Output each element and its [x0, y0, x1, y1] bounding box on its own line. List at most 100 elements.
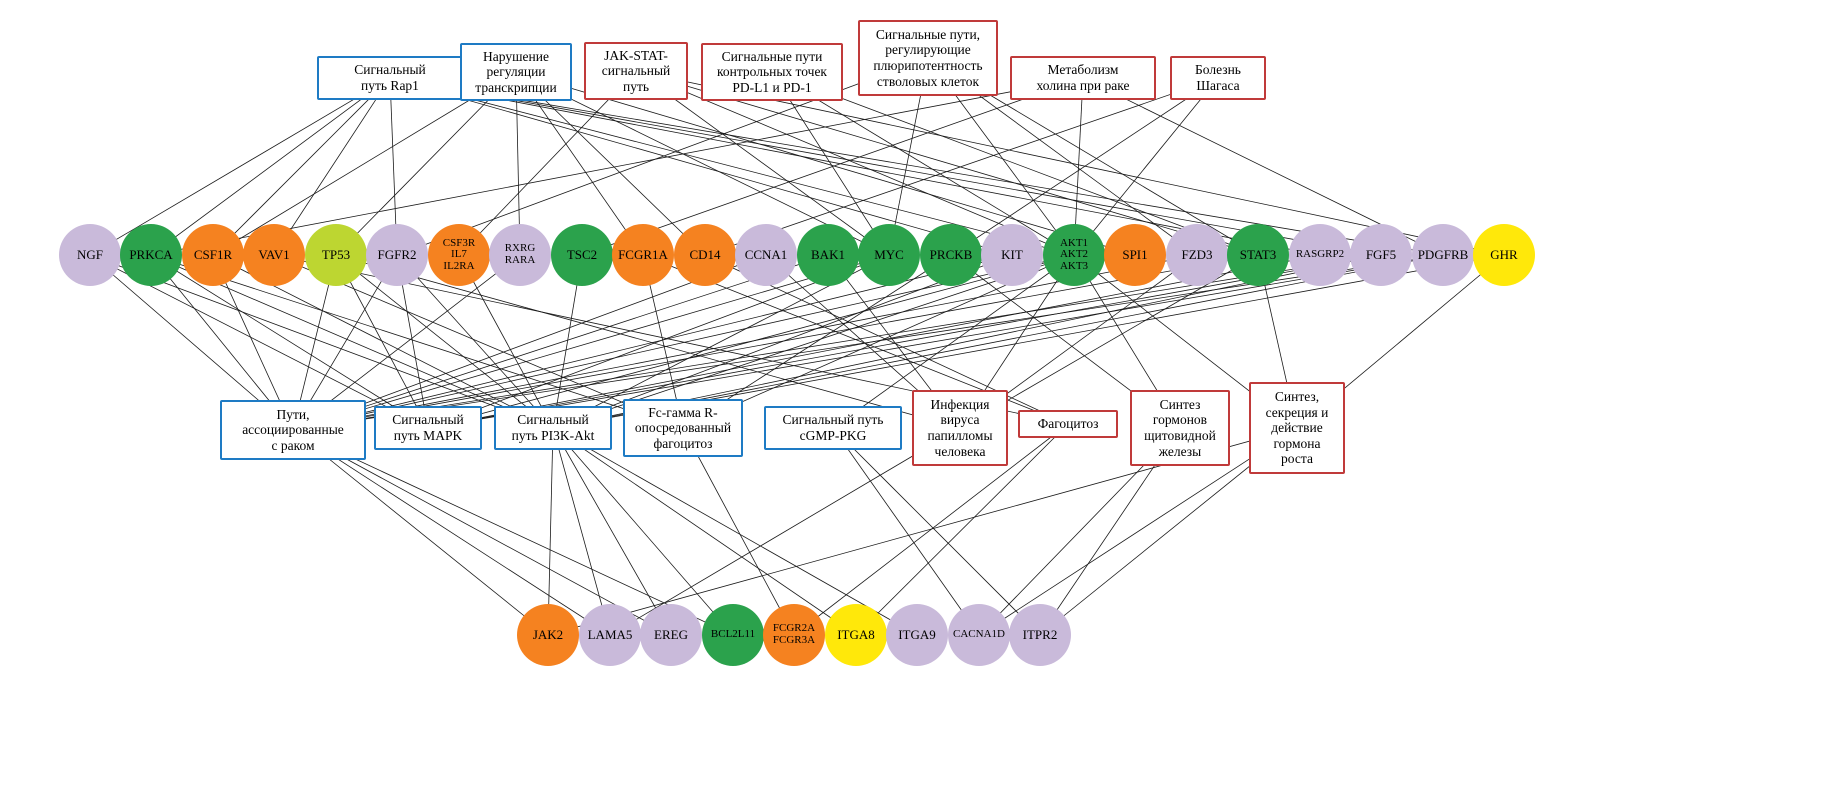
pathway-label: Метаболизм холина при раке [1036, 62, 1130, 93]
pathway-label: Сигнальный путь PI3K-Akt [511, 412, 595, 443]
gene-label: FCGR1A [618, 247, 668, 263]
edge-fcgr-prkca [150, 254, 684, 429]
edge-pi3k-tp53 [335, 254, 554, 429]
edge-cancer-lama5 [292, 429, 611, 636]
edge-transcr-cd14 [515, 71, 706, 256]
edge-pi3k-fgfr2 [396, 254, 554, 429]
edge-jakstat-akt [635, 70, 1075, 256]
gene-node-rasgrp2: RASGRP2 [1289, 224, 1351, 286]
edge-cancer-fzd3 [292, 254, 1198, 431]
pathway-label: Болезнь Шагаса [1195, 62, 1241, 93]
gene-label: MYC [874, 247, 904, 263]
gene-node-fcgr23: FCGR2A FCGR3A [763, 604, 825, 666]
pathway-label: Сигнальный путь Rap1 [354, 62, 426, 93]
pathway-box-mapk: Сигнальный путь MAPK [374, 406, 482, 450]
gene-node-myc: MYC [858, 224, 920, 286]
gene-label: RXRG RARA [504, 242, 536, 266]
pathway-box-transcr: Нарушение регуляции транскрипции [460, 43, 572, 101]
pathway-box-hpv: Инфекция вируса папилломы человека [912, 390, 1008, 466]
pathway-box-pdl1: Сигнальные пути контрольных точек PD-L1 … [701, 43, 843, 101]
gene-label: STAT3 [1239, 247, 1277, 263]
edge-pi3k-lama5 [552, 427, 611, 636]
edge-hpv-tp53 [335, 254, 961, 429]
gene-label: ITGA8 [837, 627, 875, 643]
edge-jakstat-csf3r [458, 70, 637, 256]
edge-transcr-tp53 [335, 71, 517, 256]
edge-pi3k-ngf [89, 254, 554, 429]
pathway-label: Синтез, секреция и действие гормона рост… [1265, 389, 1329, 467]
edge-mapk-prkca [150, 254, 429, 429]
gene-label: CD14 [689, 247, 721, 263]
gene-label: CCNA1 [744, 247, 788, 263]
gene-label: PRCKB [929, 247, 973, 263]
edge-fcgr-fcgr23 [682, 427, 795, 636]
pathway-box-choline: Метаболизм холина при раке [1010, 56, 1156, 100]
gene-label: FZD3 [1181, 247, 1213, 263]
gene-node-tp53: TP53 [305, 224, 367, 286]
edge-rap1-rasgrp2 [389, 77, 1321, 256]
gene-label: BAK1 [811, 247, 845, 263]
pathway-box-jakstat: JAK-STAT- сигнальный путь [584, 42, 688, 100]
edge-cancer-myc [292, 254, 890, 431]
edge-mapk-pdgfrb [427, 254, 1444, 429]
pathway-box-cgmp: Сигнальный путь cGMP-PKG [764, 406, 902, 450]
edge-rap1-fgf5 [389, 77, 1382, 256]
pathway-label: Сигнальные пути контрольных точек PD-L1 … [716, 48, 827, 95]
gene-node-ereg: EREG [640, 604, 702, 666]
edge-mapk-fgf5 [427, 254, 1382, 429]
gene-node-fgf5: FGF5 [1350, 224, 1412, 286]
gene-node-ccna1: CCNA1 [735, 224, 797, 286]
edge-pi3k-bcl2l11 [552, 427, 734, 636]
edge-mapk-rasgrp2 [427, 254, 1321, 429]
gene-label: JAK2 [532, 627, 564, 643]
edge-pi3k-jak2 [547, 427, 554, 636]
gene-label: GHR [1490, 247, 1518, 263]
edge-pi3k-itga8 [552, 427, 857, 636]
gene-node-ngf: NGF [59, 224, 121, 286]
pathway-box-fcgr: Fc-гамма R- опосредованный фагоцитоз [623, 399, 743, 457]
pathway-label: Сигнальный путь cGMP-PKG [782, 412, 884, 443]
gene-node-jak2: JAK2 [517, 604, 579, 666]
gene-label: FCGR2A FCGR3A [772, 622, 816, 646]
gene-label: KIT [1001, 247, 1023, 263]
gene-node-pdgfrb: PDGFRB [1412, 224, 1474, 286]
edge-chagas-cd14 [704, 77, 1219, 256]
pathway-box-phago: Фагоцитоз [1018, 410, 1118, 438]
gene-label: CACNA1D [953, 628, 1005, 641]
pathway-label: JAK-STAT- сигнальный путь [601, 47, 671, 94]
gene-label: CSF1R [193, 247, 233, 263]
edge-rap1-vav1 [273, 77, 391, 256]
gene-node-prkca: PRKCA [120, 224, 182, 286]
edge-jakstat-ghr [635, 70, 1505, 256]
pathway-box-rap1: Сигнальный путь Rap1 [317, 56, 463, 100]
gene-label: BCL2L11 [710, 628, 756, 641]
gene-node-fcgr1a: FCGR1A [612, 224, 674, 286]
gene-node-rxrg: RXRG RARA [489, 224, 551, 286]
edge-hpv-lama5 [609, 427, 961, 636]
gene-label: EREG [654, 627, 688, 643]
edge-cancer-ccna1 [292, 254, 767, 431]
gene-node-csf3r: CSF3R IL7 IL2RA [428, 224, 490, 286]
edge-cancer-stat3 [292, 254, 1259, 431]
edge-pdl1-stat3 [771, 71, 1259, 256]
gene-label: PRKCA [129, 247, 173, 263]
gene-node-spi1: SPI1 [1104, 224, 1166, 286]
edge-cancer-jak2 [292, 429, 549, 636]
pathway-label: Нарушение регуляции транскрипции [475, 48, 557, 95]
pathway-box-thyroid: Синтез гормонов щитовидной железы [1130, 390, 1230, 466]
gene-node-itpr2: ITPR2 [1009, 604, 1071, 666]
pathway-label: Фагоцитоз [1037, 416, 1099, 432]
edge-mapk-akt [427, 254, 1075, 429]
edge-gh-cacna1d [978, 427, 1298, 636]
gene-node-bcl2l11: BCL2L11 [702, 604, 764, 666]
gene-node-stat3: STAT3 [1227, 224, 1289, 286]
pathway-box-chagas: Болезнь Шагаса [1170, 56, 1266, 100]
gene-label: CSF3R IL7 IL2RA [442, 236, 476, 272]
edge-cgmp-akt [832, 254, 1075, 429]
edge-cancer-ereg [292, 429, 672, 636]
gene-label: FGF5 [1365, 247, 1397, 263]
edge-choline-tsc2 [581, 77, 1084, 256]
edge-pdl1-akt [771, 71, 1075, 256]
gene-node-bak1: BAK1 [797, 224, 859, 286]
